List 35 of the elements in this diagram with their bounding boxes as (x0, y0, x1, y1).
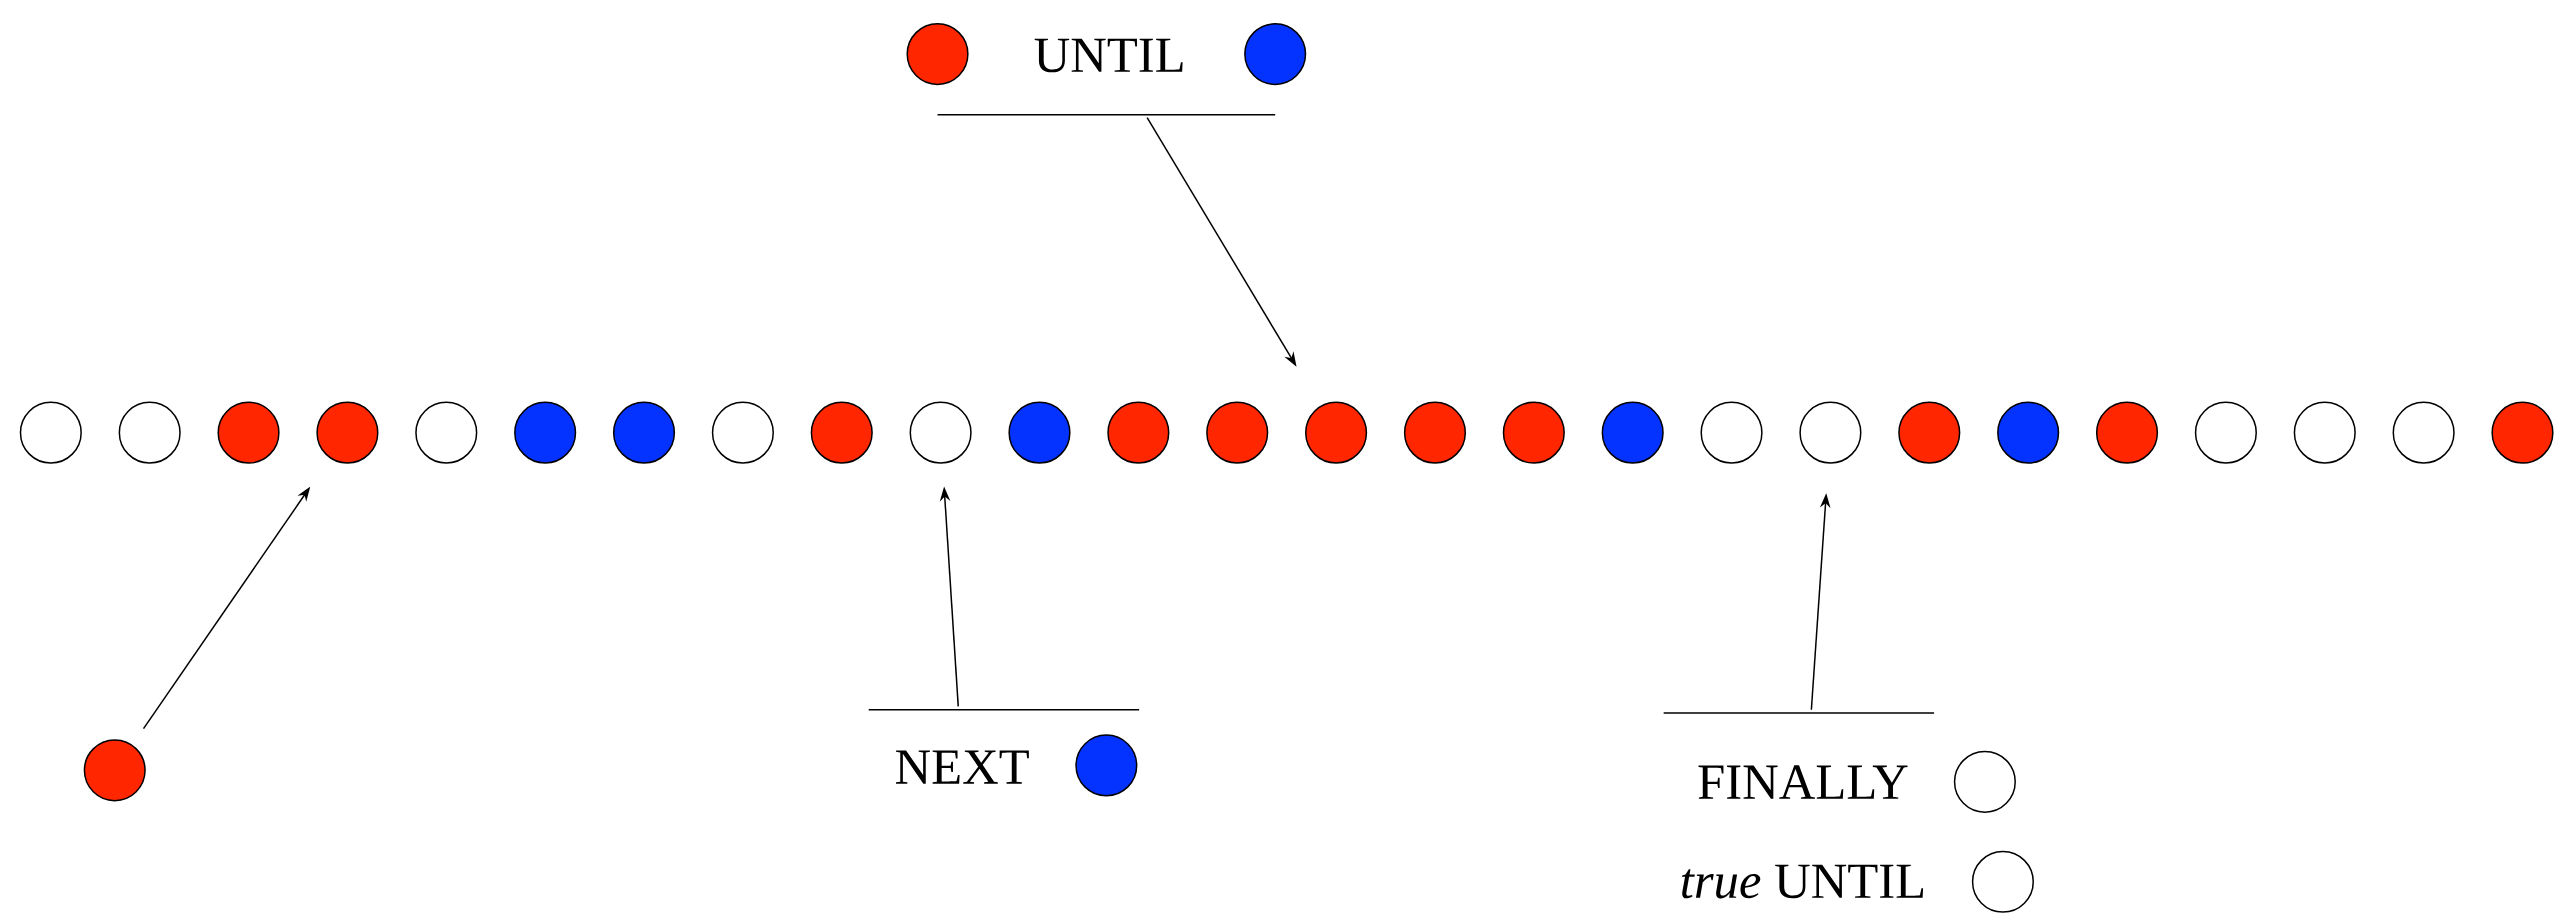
circle (1075, 734, 1138, 797)
circle (1305, 401, 1368, 464)
circle (514, 401, 577, 464)
circle (1700, 401, 1763, 464)
circle (415, 401, 478, 464)
circle (1403, 401, 1467, 464)
formula-label: UNTIL (1034, 38, 1183, 73)
circle (1206, 401, 1269, 464)
circle (1008, 401, 1071, 464)
circle (711, 401, 774, 464)
circle (612, 401, 676, 464)
formula-label: FINALLY true UNTIL (1682, 765, 1924, 899)
circle (810, 401, 873, 464)
circle (2194, 401, 2257, 464)
circle (2491, 401, 2554, 464)
formula-label: NEXT (896, 750, 1029, 784)
circle (1244, 23, 1307, 86)
circle (118, 401, 181, 464)
circle (1107, 401, 1170, 464)
circle (1953, 750, 2016, 813)
circle (1997, 401, 2060, 464)
circle (217, 401, 280, 464)
circle (316, 401, 379, 464)
circle (2293, 401, 2356, 464)
circle (1898, 401, 1961, 464)
circle (2392, 401, 2455, 464)
circle (906, 23, 969, 86)
circle (1601, 401, 1664, 464)
circle (1971, 850, 2034, 913)
circle (83, 739, 146, 802)
circle (1799, 401, 1862, 464)
circle (19, 401, 82, 464)
circle (909, 401, 972, 464)
circle (1502, 401, 1565, 464)
circle (2095, 401, 2159, 464)
